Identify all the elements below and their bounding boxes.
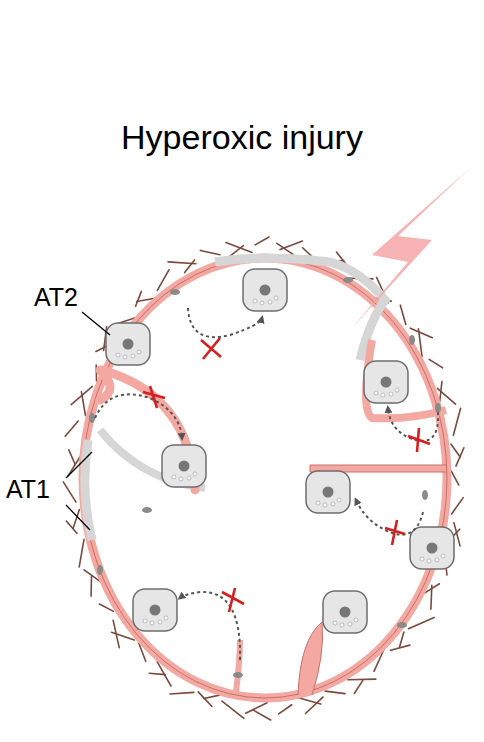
fiber-stroke [354, 680, 363, 693]
fiber-stroke [113, 620, 119, 647]
part-label: AT2 [34, 283, 78, 312]
diagram-title: Hyperoxic injury [0, 118, 484, 157]
fiber-stroke [453, 408, 460, 435]
fiber-stroke [430, 585, 433, 609]
fiber-stroke [136, 291, 142, 306]
fiber-stroke [63, 482, 76, 502]
fiber-stroke [348, 678, 376, 680]
fiber-stroke [79, 539, 84, 567]
fiber-stroke [305, 697, 322, 713]
fiber-stroke [456, 448, 464, 466]
fiber-stroke [204, 695, 220, 698]
fiber-stroke [71, 386, 92, 404]
fiber-stroke [226, 243, 252, 253]
fiber-stroke [391, 645, 410, 650]
fiber-stroke [325, 691, 345, 694]
fiber-stroke [400, 305, 405, 324]
fiber-stroke [451, 444, 460, 457]
fiber-stroke [408, 617, 434, 628]
fiber-stroke [90, 576, 92, 596]
fiber-stroke [149, 673, 165, 674]
part-label: AT1 [6, 475, 50, 504]
fiber-stroke [69, 450, 75, 465]
fiber-stroke [170, 692, 194, 694]
fiber-stroke [200, 250, 220, 254]
fiber-stroke [452, 498, 464, 514]
fiber-stroke [246, 703, 268, 714]
fiber-stroke [451, 471, 459, 485]
fiber-stroke [222, 701, 244, 718]
fiber-stroke [399, 632, 403, 647]
fiber-stroke [185, 260, 195, 273]
fiber-stroke [198, 692, 212, 707]
fiber-stroke [255, 237, 269, 245]
fiber-stroke [429, 359, 443, 368]
fiber-stroke [280, 241, 302, 250]
fiber-stroke [253, 710, 270, 720]
fiber-stroke [279, 705, 292, 714]
fiber-stroke [65, 421, 78, 436]
